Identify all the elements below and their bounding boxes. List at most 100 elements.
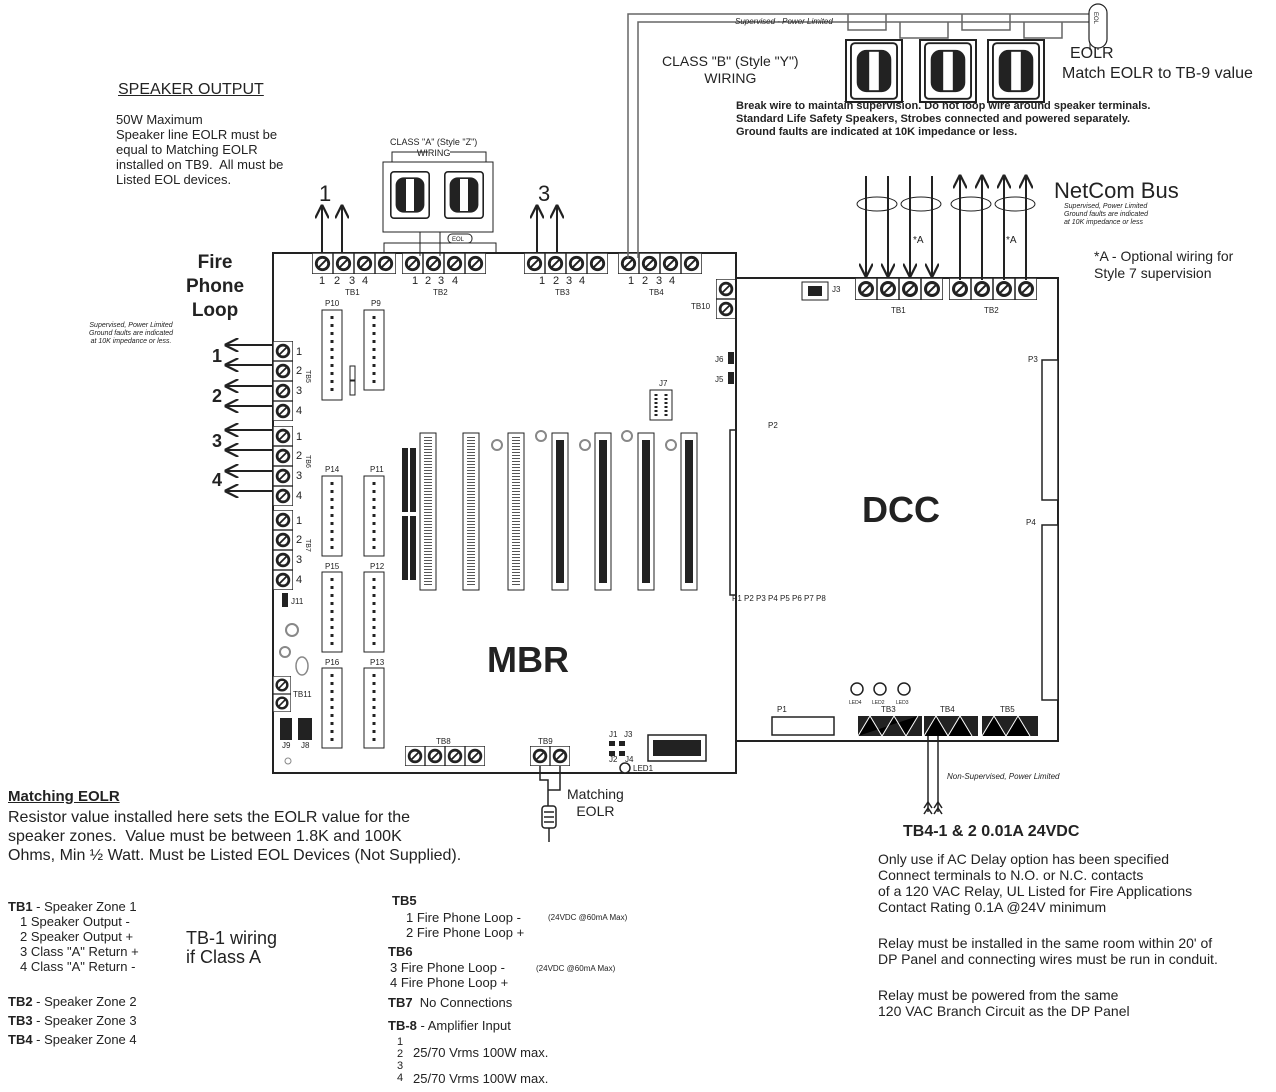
mbr-left-tb-labels: TB5 TB6 TB7 [304, 370, 311, 552]
legend-tb1: TB1 - Speaker Zone 1 [8, 899, 137, 914]
svg-text:2: 2 [425, 275, 431, 287]
svg-text:TB4: TB4 [940, 705, 955, 714]
speaker-notes: Break wire to maintain supervision. Do n… [736, 100, 1151, 138]
speaker-output-desc: 50W Maximum Speaker line EOLR must be eq… [116, 112, 284, 187]
svg-text:3: 3 [438, 275, 444, 287]
fire-phone-title: Fire Phone Loop [186, 252, 245, 321]
svg-text:TB2: TB2 [433, 288, 448, 297]
svg-text:2: 2 [296, 534, 302, 546]
netcom-marker-2: *A [1006, 235, 1017, 246]
svg-text:3: 3 [349, 275, 355, 287]
svg-text:1: 1 [412, 275, 418, 287]
dcc-label: DCC [862, 489, 940, 530]
svg-text:1: 1 [296, 346, 302, 358]
eol-device-label: EOL [1092, 12, 1098, 25]
class-b-supervised-note: Supervised - Power Limited [735, 17, 833, 26]
svg-text:4: 4 [296, 574, 302, 586]
svg-text:J4: J4 [625, 755, 634, 764]
svg-text:TB5: TB5 [304, 370, 311, 383]
svg-text:P1 P2 P3 P4 P5 P6 P7 P8: P1 P2 P3 P4 P5 P6 P7 P8 [732, 594, 826, 603]
tb4-relay-wires [923, 736, 943, 815]
legend-tb8-pins: 1 2 3 4 [397, 1036, 404, 1084]
loop-4-number: 4 [212, 470, 222, 490]
netcom-optional: *A - Optional wiring for Style 7 supervi… [1094, 248, 1234, 281]
netcom-arrows [856, 176, 1036, 280]
svg-text:4: 4 [362, 275, 368, 287]
svg-text:TB7: TB7 [304, 539, 311, 552]
svg-text:4: 4 [296, 490, 302, 502]
svg-text:P4: P4 [1026, 518, 1036, 527]
legend-tb7: TB7 No Connections [388, 995, 513, 1010]
class-a-label: CLASS "A" (Style "Z") WIRING [390, 137, 478, 158]
eolr-resistor [539, 766, 561, 842]
svg-text:FIRE: FIRE [868, 70, 875, 86]
matching-eolr-resistor-label: Matching EOLR [567, 786, 624, 819]
svg-text:P9: P9 [371, 299, 381, 308]
zone-1-number: 1 [319, 181, 331, 206]
eolr-label: EOLR [1070, 45, 1114, 62]
svg-text:TB6: TB6 [304, 455, 311, 468]
legend-tb8-line1: 25/70 Vrms 100W max. [413, 1045, 549, 1060]
svg-text:1: 1 [539, 275, 545, 287]
mbr-component-labels: P10 P9 P14 P11 P15 P12 P16 P13 TB10 J6 J… [282, 299, 826, 773]
mbr-board [272, 252, 767, 774]
legend-tb3: TB3 - Speaker Zone 3 [8, 1013, 137, 1028]
class-a-wiring [382, 151, 497, 256]
mbr-tb6-block [273, 426, 293, 506]
dcc-tb2-block [949, 278, 1037, 300]
fire-labels: FIRE FIRE FIRE [868, 70, 1017, 86]
svg-text:4: 4 [296, 405, 302, 417]
tb4-relay-desc2: Relay must be installed in the same room… [878, 935, 1218, 967]
mbr-tb3-block [524, 253, 608, 274]
loop-3-number: 3 [212, 431, 222, 451]
svg-text:TB9: TB9 [538, 737, 553, 746]
mbr-tb7-block [273, 510, 293, 590]
svg-text:3: 3 [296, 385, 302, 397]
eolr-match-text: Match EOLR to TB-9 value [1062, 65, 1253, 82]
svg-text:3: 3 [566, 275, 572, 287]
svg-text:TB2: TB2 [984, 306, 999, 315]
fire-phone-note: Supervised, Power Limited Ground faults … [89, 322, 174, 345]
svg-text:2: 2 [334, 275, 340, 287]
tb4-relay-desc1: Only use if AC Delay option has been spe… [878, 851, 1193, 915]
svg-text:J3: J3 [624, 730, 633, 739]
svg-text:3: 3 [296, 554, 302, 566]
svg-text:FIRE: FIRE [942, 70, 949, 86]
matching-eolr-title: Matching EOLR [8, 788, 120, 805]
svg-text:P1: P1 [777, 705, 787, 714]
svg-text:LED2: LED2 [872, 700, 885, 706]
svg-text:J9: J9 [282, 741, 291, 750]
svg-text:J8: J8 [301, 741, 310, 750]
mbr-tb8-block [405, 746, 485, 766]
svg-text:J6: J6 [715, 355, 724, 364]
mbr-tb10-block [716, 279, 736, 319]
svg-text:J1: J1 [609, 730, 618, 739]
class-b-label: CLASS "B" (Style "Y") WIRING [662, 53, 799, 86]
svg-text:TB11: TB11 [293, 690, 312, 699]
legend-tb6-items: 3 Fire Phone Loop - 4 Fire Phone Loop + [390, 960, 509, 990]
svg-text:P13: P13 [370, 658, 385, 667]
svg-text:4: 4 [452, 275, 458, 287]
svg-text:2: 2 [296, 450, 302, 462]
legend-tb6-title: TB6 [388, 944, 413, 959]
legend-tb5-items: 1 Fire Phone Loop - 2 Fire Phone Loop + [406, 910, 525, 940]
dcc-component-labels: J3 TB1 TB2 P3 P4 P1 TB3 TB4 TB5 LED4 LED… [777, 285, 1038, 714]
svg-text:P10: P10 [325, 299, 340, 308]
class-b-speakers [845, 3, 1108, 103]
svg-text:TB10: TB10 [691, 302, 711, 311]
legend-tb2: TB2 - Speaker Zone 2 [8, 994, 137, 1009]
svg-text:J2: J2 [609, 755, 618, 764]
dcc-tb1-block [855, 278, 943, 300]
svg-text:2: 2 [642, 275, 648, 287]
mbr-tb9-block [530, 746, 570, 766]
class-a-eol-tag: EOL [452, 237, 465, 243]
svg-text:P12: P12 [370, 562, 385, 571]
svg-text:P16: P16 [325, 658, 340, 667]
loop-2-number: 2 [212, 386, 222, 406]
mbr-label: MBR [487, 639, 569, 680]
loop-1-number: 1 [212, 346, 222, 366]
svg-text:1: 1 [628, 275, 634, 287]
tb4-relay-desc3: Relay must be powered from the same 120 … [878, 987, 1130, 1019]
